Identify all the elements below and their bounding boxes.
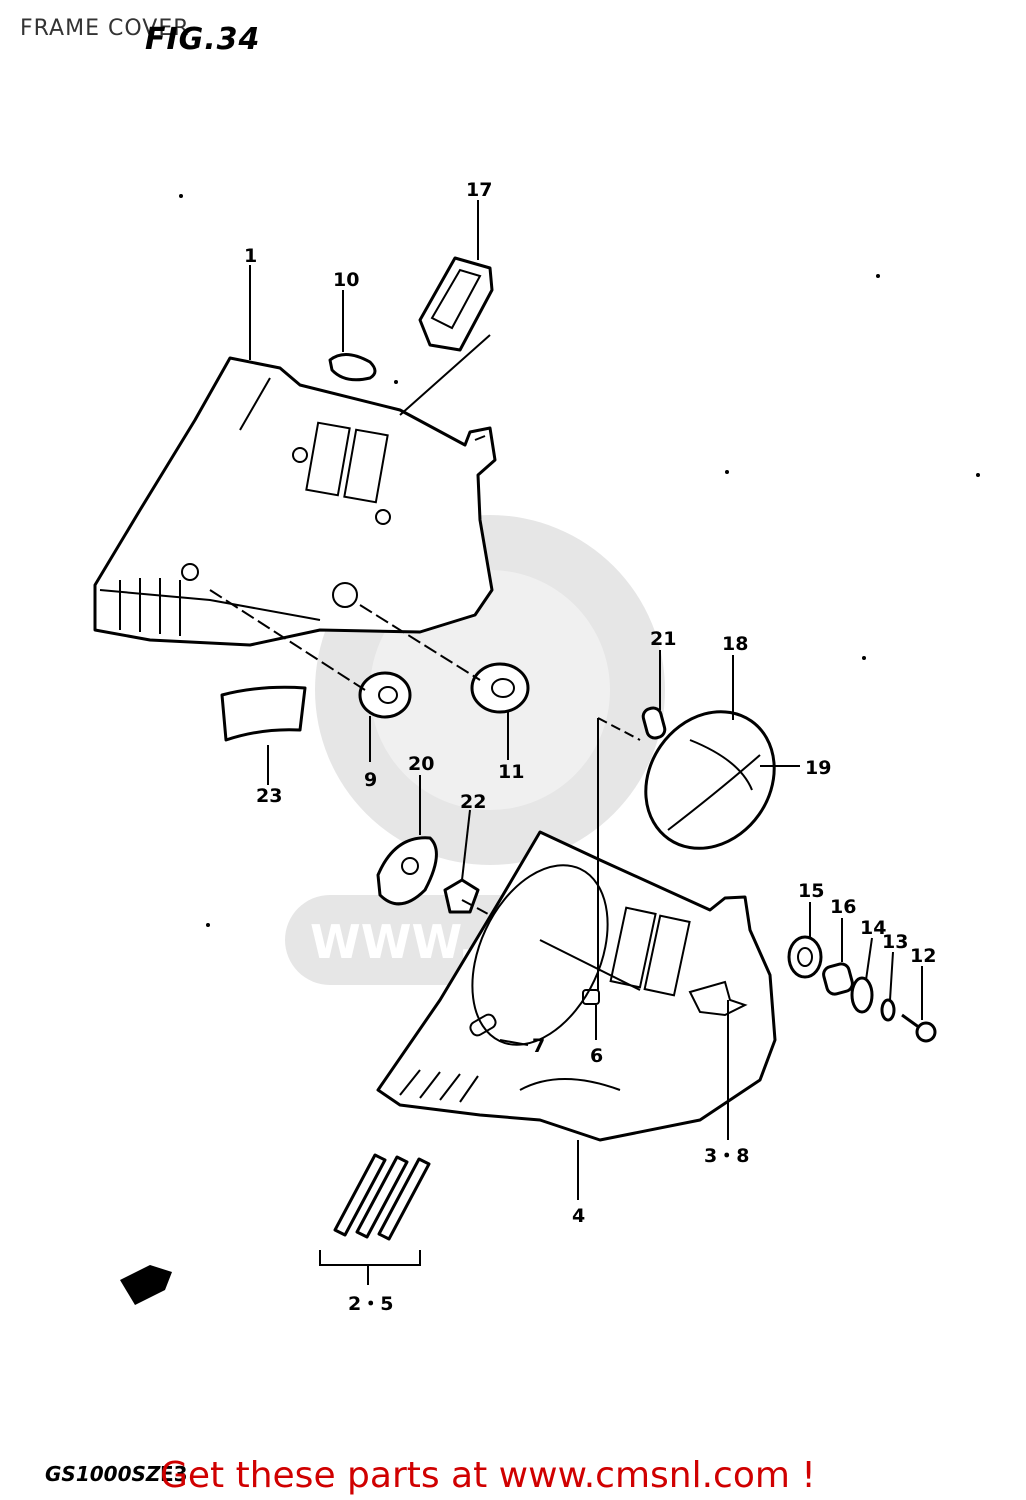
promo-link[interactable]: Get these parts at www.cmsnl.com ! [160, 1455, 816, 1496]
callout-3-8: 3・8 [704, 1145, 749, 1167]
part-22-washer [443, 878, 480, 914]
callout-1: 1 [244, 245, 257, 267]
callout-23: 23 [256, 785, 282, 807]
callout-labels: 1 10 17 9 11 23 20 22 21 18 19 15 16 14 … [244, 179, 936, 1315]
frame-cover-upper [93, 356, 497, 647]
callout-9: 9 [364, 769, 377, 791]
part-15-spacer [787, 935, 823, 979]
callout-13: 13 [882, 931, 908, 953]
front-direction-arrow [120, 1265, 172, 1305]
page-title: FRAME COVER [20, 16, 190, 41]
callout-17: 17 [466, 179, 492, 201]
part-12-screw [901, 1013, 937, 1043]
part-20-grommet [376, 836, 438, 906]
specks [179, 194, 980, 927]
callout-7: 7 [532, 1035, 545, 1057]
part-9-grommet [358, 671, 412, 719]
callout-20: 20 [408, 753, 434, 775]
part-17-pad [418, 256, 494, 352]
callout-22: 22 [460, 791, 486, 813]
callout-10: 10 [333, 269, 359, 291]
callout-6: 6 [590, 1045, 603, 1067]
callout-19: 19 [805, 757, 831, 779]
callout-2-5: 2・5 [348, 1293, 393, 1315]
part-23-plate [220, 685, 307, 742]
region-code: E3 [160, 1462, 188, 1486]
part-16-collar [822, 962, 854, 996]
callout-15: 15 [798, 880, 824, 902]
model-code: GS1000SZ [45, 1462, 161, 1486]
callout-12: 12 [910, 945, 936, 967]
part-11-grommet [470, 662, 530, 714]
frame-cover-lower [376, 830, 777, 1142]
callout-4: 4 [572, 1205, 585, 1227]
callout-11: 11 [498, 761, 524, 783]
callout-14: 14 [860, 917, 886, 939]
figure-title: FIG.34 [145, 22, 261, 57]
leader-lines [209, 200, 923, 1200]
part-21-pin [641, 706, 667, 740]
callout-16: 16 [830, 896, 856, 918]
callout-18: 18 [722, 633, 748, 655]
part-18-emblem [644, 710, 776, 850]
part-10-grommet [328, 353, 377, 382]
part-14-washer [850, 976, 874, 1014]
part-13-washer [880, 998, 896, 1022]
part-2-5-strips [319, 1153, 431, 1285]
callout-21: 21 [650, 628, 676, 650]
